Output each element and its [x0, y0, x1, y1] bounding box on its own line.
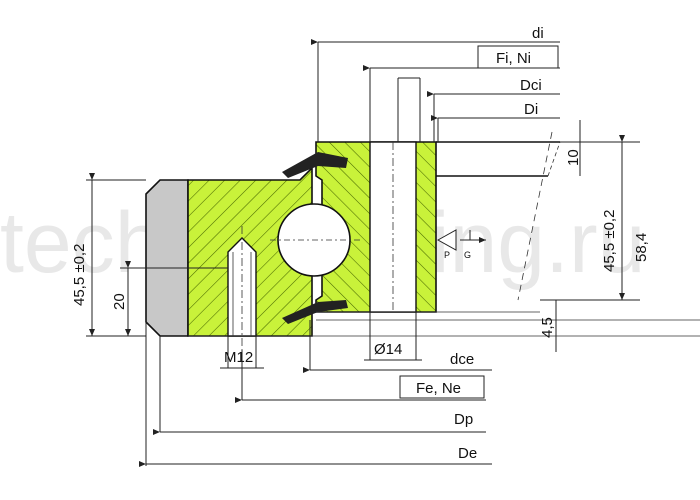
d14-label: Ø14 — [374, 341, 402, 358]
outer-ring-grey — [145, 179, 189, 337]
pg-marker: P G — [436, 229, 486, 260]
height-4-5-label: 4,5 — [539, 317, 556, 338]
seal-top — [282, 152, 348, 178]
di-label: di — [532, 25, 544, 42]
fi-ni-box: Fi, Ni — [477, 45, 559, 69]
Di-label: Di — [524, 101, 538, 118]
m12-label: M12 — [224, 349, 253, 366]
height-45-5-left-label: 45,5 ±0,2 — [71, 244, 88, 306]
fi-ni-label: Fi, Ni — [496, 50, 531, 67]
fe-ne-label: Fe, Ne — [416, 380, 461, 397]
dp-label: Dp — [454, 411, 473, 428]
fe-ne-box: Fe, Ne — [399, 375, 485, 399]
g-label: G — [464, 250, 471, 260]
seal-bottom — [282, 300, 348, 324]
height-45-5-right-label: 45,5 ±0,2 — [601, 210, 618, 272]
p-label: P — [444, 250, 450, 260]
de-label: De — [458, 445, 477, 462]
height-10-label: 10 — [565, 149, 582, 166]
height-58-4-label: 58,4 — [633, 233, 650, 262]
dci-label: Dci — [520, 77, 542, 94]
height-20-label: 20 — [111, 293, 128, 310]
dce-label: dce — [450, 351, 474, 368]
